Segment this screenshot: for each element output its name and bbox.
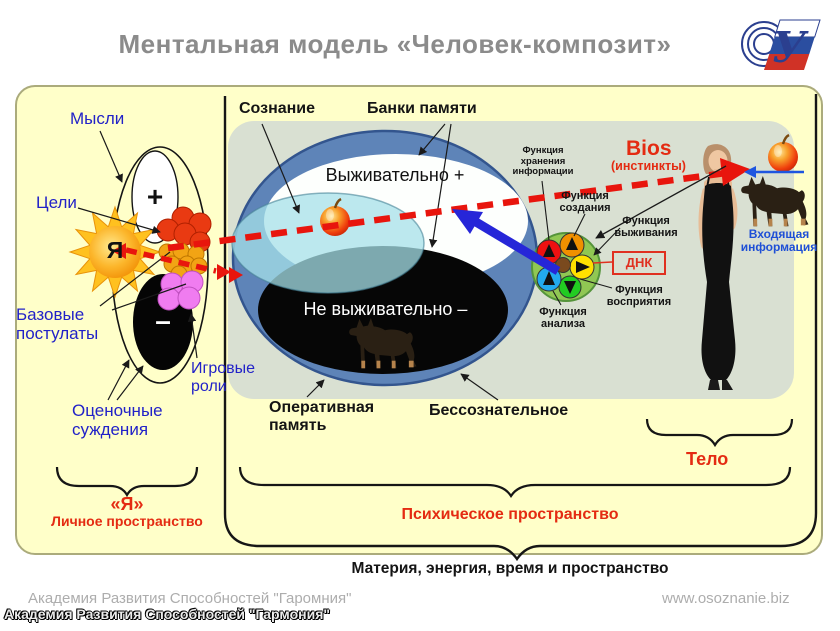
label-fn-storage: Функция хранения информации [512,145,574,178]
psychic-brace [238,466,792,499]
label-thoughts: Мысли [70,109,125,128]
label-memory-banks: Банки памяти [367,100,477,117]
label-personal-space: Личное пространство [51,513,203,529]
dna-box: ДНК [612,251,666,275]
red-dashed-arrow-short [112,243,243,283]
incoming-info-arrow [744,166,804,178]
footer-academy-light: Академия Развития Способностей "Гаромния… [28,590,352,607]
label-self: Я [106,237,124,263]
label-fn-creation: Функция создания [559,190,611,215]
function-leader-lines [541,180,621,306]
label-bios: Bios [626,137,672,160]
label-basic-postulates: Базовые постулаты [16,305,99,344]
page-title: Ментальная модель «Человек-композит» [118,29,672,59]
body-brace [645,418,794,448]
academy-logo: У [741,19,821,72]
incoming-apple-icon [766,133,800,174]
footer-website: www.osoznanie.biz [662,590,790,607]
label-ya-brace: «Я» [110,494,144,514]
label-non-survival: Не выживательно – [303,299,468,319]
label-fn-analysis: Функция анализа [539,306,587,331]
red-dashed-arrow-main [167,158,750,252]
label-matter-energy: Материя, энергия, время и пространство [351,560,669,577]
label-minus: – [155,305,171,336]
label-plus: + [146,181,164,212]
psychic-space-bracket [223,94,818,562]
center-leader-lines [261,123,499,401]
woman-figure [698,144,738,390]
goal-circles [156,206,212,253]
label-instincts: (инстинкты) [611,159,686,173]
label-goals: Цели [36,193,77,212]
label-consciousness: Сознание [239,100,316,117]
bios-to-dna-arrow [595,165,727,239]
dna-connector [592,261,613,264]
label-game-roles: Игровые роли [191,360,256,395]
label-incoming-info: Входящая информация [740,227,818,255]
ya-brace [55,466,199,498]
label-value-judgments: Оценочные суждения [72,401,163,440]
left-leader-lines [77,130,198,401]
footer-academy-bold: Академия Развития Способностей "Гармония… [4,606,331,622]
label-unconscious: Бессознательное [429,402,569,419]
label-fn-survival: Функция выживания [614,215,678,240]
label-operational-memory: Оперативная память [269,399,375,434]
label-fn-perception: Функция восприятия [606,284,672,309]
svg-text:У: У [772,23,809,72]
dna-circle-diagram [531,232,601,302]
incoming-dog-icon [741,175,809,227]
label-body: Тело [686,449,729,469]
label-psychic-space: Психическое пространство [401,506,619,523]
label-survival: Выживательно + [325,165,465,185]
role-circles [157,270,204,311]
blue-bold-arrow [452,209,561,275]
